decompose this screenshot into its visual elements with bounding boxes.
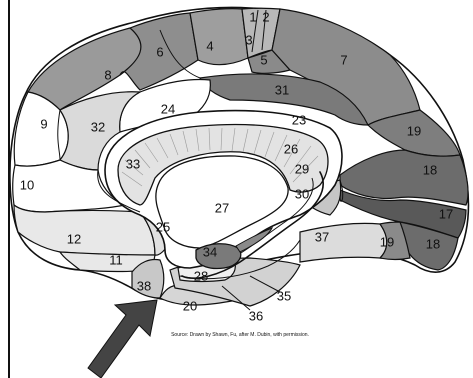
region-label-1: 1 <box>249 9 256 24</box>
region-label-24: 24 <box>161 101 175 116</box>
region-label-33: 33 <box>126 156 140 171</box>
region-label-12: 12 <box>67 231 81 246</box>
region-label-32: 32 <box>91 119 105 134</box>
region-label-3: 3 <box>245 32 252 47</box>
region-label-31: 31 <box>275 82 289 97</box>
region-label-11: 11 <box>109 252 123 267</box>
region-label-10: 10 <box>20 177 34 192</box>
region-label-37: 37 <box>315 229 329 244</box>
region-label-9: 9 <box>40 116 47 131</box>
arrow-pointer-icon <box>88 300 157 378</box>
region-label-20: 20 <box>183 298 197 313</box>
region-label-36: 36 <box>249 308 263 323</box>
region-label-19-lower: 19 <box>380 234 394 249</box>
region-label-34: 34 <box>203 244 217 259</box>
region-label-18-lower: 18 <box>426 236 440 251</box>
region-label-5: 5 <box>260 52 267 67</box>
region-37-area <box>300 223 387 262</box>
region-label-27: 27 <box>215 200 229 215</box>
region-label-17: 17 <box>439 206 453 221</box>
region-label-2: 2 <box>262 9 269 24</box>
region-label-19-upper: 19 <box>407 123 421 138</box>
region-label-23: 23 <box>292 112 306 127</box>
region-label-38: 38 <box>137 278 151 293</box>
region-label-35: 35 <box>277 288 291 303</box>
region-label-29: 29 <box>295 161 309 176</box>
region-4-area <box>190 9 248 65</box>
region-label-18-upper: 18 <box>423 162 437 177</box>
region-label-26: 26 <box>284 141 298 156</box>
region-label-4: 4 <box>206 38 213 53</box>
region-label-8: 8 <box>104 67 111 82</box>
region-label-6: 6 <box>156 44 163 59</box>
region-label-7: 7 <box>340 52 347 67</box>
source-note: Source: Drawn by Shawn, Fu, after M. Dub… <box>171 332 309 338</box>
region-label-30: 30 <box>295 186 309 201</box>
region-label-28: 28 <box>194 268 208 283</box>
region-label-25: 25 <box>156 219 170 234</box>
